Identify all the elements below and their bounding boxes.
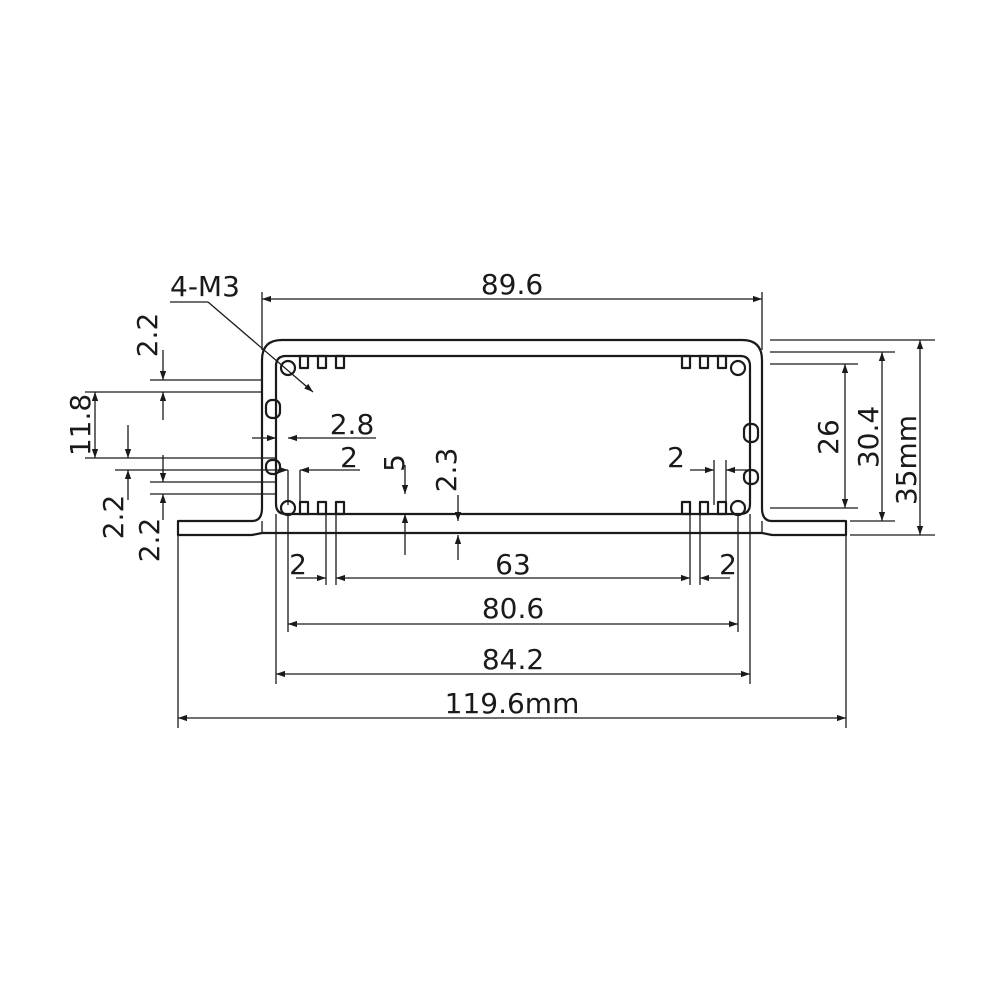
base-step-label: 2.3 — [430, 448, 463, 493]
right-slot-lower — [742, 468, 760, 486]
fin — [680, 354, 692, 370]
fin — [298, 354, 310, 370]
left-offset-top-label: 2.2 — [131, 313, 164, 358]
right-slot-upper — [742, 422, 760, 444]
slot-right-width-label: 2 — [719, 548, 737, 581]
fin — [680, 500, 692, 516]
bottom-fins — [298, 500, 728, 516]
m3-boss-top-left — [279, 359, 297, 377]
dimension-lines — [91, 295, 924, 722]
left-gap-a-label: 2.2 — [97, 495, 130, 540]
fin — [698, 354, 710, 370]
fin — [316, 500, 328, 516]
m3-boss-top-right — [729, 359, 747, 377]
side-slots — [264, 398, 760, 486]
left-rail-height-label: 11.8 — [64, 394, 97, 456]
fin — [298, 500, 310, 516]
left-slot-upper — [264, 398, 282, 420]
dimension-labels: 4-M3 89.6 119.6mm 84.2 80.6 63 2 2 35mm … — [64, 268, 923, 720]
height-inner-label: 30.4 — [852, 406, 885, 468]
fin — [316, 354, 328, 370]
top-fins — [298, 354, 728, 370]
thread-callout-label: 4-M3 — [170, 270, 240, 303]
base-width-label: 119.6mm — [445, 687, 580, 720]
inner-width-label: 80.6 — [482, 592, 544, 625]
right-groove-width-label: 2 — [667, 441, 685, 474]
enclosure-profile — [176, 338, 848, 537]
height-total-label: 35mm — [890, 415, 923, 505]
slot-left-width-label: 2 — [289, 548, 307, 581]
outer-body-width-label: 84.2 — [482, 643, 544, 676]
top-width-label: 89.6 — [481, 268, 543, 301]
fin — [716, 500, 728, 516]
fin — [698, 500, 710, 516]
left-slot-lower — [264, 458, 282, 476]
left-gap-b-label: 2.2 — [133, 518, 166, 563]
fin — [334, 500, 346, 516]
groove-depth-label: 2.8 — [330, 408, 375, 441]
fin — [716, 354, 728, 370]
fin — [334, 354, 346, 370]
slot-pitch-label: 63 — [495, 548, 531, 581]
outer-shell-outline — [176, 338, 848, 537]
rib-height-label: 5 — [378, 454, 411, 472]
extension-lines — [85, 292, 935, 728]
leader-thread-callout — [207, 301, 314, 393]
height-cavity-label: 26 — [812, 419, 845, 455]
groove-width-label: 2 — [340, 441, 358, 474]
